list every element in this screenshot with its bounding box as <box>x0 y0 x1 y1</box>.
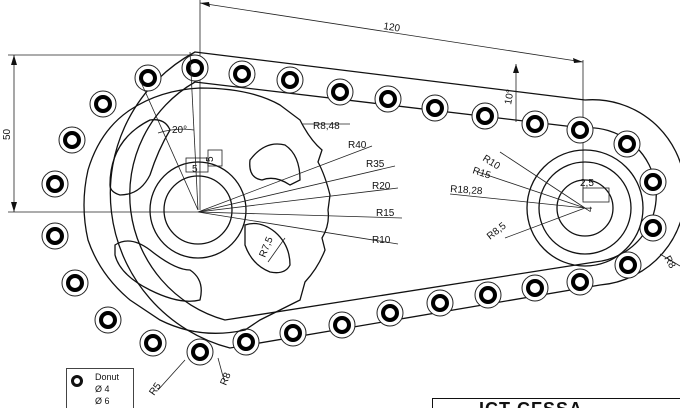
chain-link <box>376 299 404 327</box>
r-15: R15 <box>376 208 395 219</box>
big-radius-leaders: R8,48 R40 R35 R20 R15 R10 R7,5 <box>197 121 403 263</box>
chain-link <box>328 311 356 339</box>
chain-donut <box>191 343 209 361</box>
chain-donut <box>431 294 449 312</box>
chain-donut <box>333 316 351 334</box>
chain-link <box>521 274 549 302</box>
r-small-8-5: R8,5 <box>485 220 509 242</box>
r-40: R40 <box>348 140 367 151</box>
chain-donut <box>526 279 544 297</box>
angle-10-label: 10° <box>503 89 516 106</box>
chain-link <box>276 66 304 94</box>
title-block-text: ICT CFSSA <box>479 399 583 408</box>
chain-link <box>41 222 69 250</box>
chain-donut <box>479 286 497 304</box>
legend-inner: Ø 4 <box>95 384 110 394</box>
r-bottom-5: R5 <box>147 381 164 398</box>
chain-link <box>521 110 549 138</box>
chain-donut <box>46 175 64 193</box>
angle-10: 10° <box>503 64 519 122</box>
chain-link <box>41 170 69 198</box>
r-35: R35 <box>366 159 385 170</box>
dimension-120: 120 <box>199 0 584 210</box>
r-8-48: R8,48 <box>313 121 340 132</box>
chain-donut <box>644 219 662 237</box>
legend-outer: Ø 6 <box>95 396 110 406</box>
chain-link <box>181 54 209 82</box>
chain-link <box>232 328 260 356</box>
chain-link <box>89 90 117 118</box>
chain-link <box>474 281 502 309</box>
chain-link <box>58 126 86 154</box>
chain-link <box>139 329 167 357</box>
chain-link <box>186 338 214 366</box>
chain-outline <box>109 51 680 349</box>
chain-donuts <box>41 54 667 366</box>
chain-link <box>613 130 641 158</box>
chain-donut <box>331 83 349 101</box>
chain-donut <box>281 71 299 89</box>
chain-link <box>228 60 256 88</box>
dimension-50: 50 <box>2 54 200 213</box>
chain-link <box>426 289 454 317</box>
chain-link <box>326 78 354 106</box>
legend-box: Donut Ø 4 Ø 6 <box>66 368 134 408</box>
chain-link <box>639 168 667 196</box>
chain-donut <box>619 256 637 274</box>
chain-donut <box>284 324 302 342</box>
angle-20-label: 20° <box>172 125 187 136</box>
chain-donut <box>476 107 494 125</box>
chain-donut <box>426 99 444 117</box>
key-dim-2: 5 <box>205 156 216 162</box>
chain-link <box>566 116 594 144</box>
chain-radii: R8 R5 R8 <box>147 253 680 398</box>
r-20: R20 <box>372 181 391 192</box>
r-10: R10 <box>372 235 391 246</box>
small-sprocket: 2,5 4 R10 R15 R18,28 R8,5 <box>450 149 644 267</box>
key-dim-1: 5 <box>192 164 198 175</box>
chain-link <box>94 306 122 334</box>
key-right-h: 2,5 <box>580 178 594 189</box>
chain-link <box>566 268 594 296</box>
chain-donut <box>644 173 662 191</box>
chain-donut <box>139 69 157 87</box>
chain-link <box>374 85 402 113</box>
chain-donut <box>94 95 112 113</box>
chain-donut <box>144 334 162 352</box>
chain-link <box>61 269 89 297</box>
r-small-18-28: R18,28 <box>450 184 483 197</box>
chain-link <box>279 319 307 347</box>
chain-link <box>614 251 642 279</box>
chain-donut <box>46 227 64 245</box>
chain-donut <box>99 311 117 329</box>
chain-donut <box>379 90 397 108</box>
chain-donut <box>66 274 84 292</box>
r-7-5: R7,5 <box>258 235 276 259</box>
chain-donut <box>618 135 636 153</box>
key-right-v: 4 <box>584 206 595 212</box>
chain-link <box>134 64 162 92</box>
r-bottom-8: R8 <box>219 371 234 387</box>
chain-donut <box>526 115 544 133</box>
title-block: ICT CFSSA <box>432 398 680 408</box>
dim-120-label: 120 <box>383 21 402 35</box>
chain-donut <box>381 304 399 322</box>
chain-link <box>471 102 499 130</box>
chain-donut <box>63 131 81 149</box>
donut-icon <box>71 375 83 387</box>
chain-donut <box>186 59 204 77</box>
big-sprocket: 5 5 20° <box>83 51 331 334</box>
chain-donut <box>571 273 589 291</box>
chain-link <box>639 214 667 242</box>
chain-donut <box>571 121 589 139</box>
legend-title: Donut <box>95 372 120 382</box>
chain-link <box>421 94 449 122</box>
chain-donut <box>237 333 255 351</box>
chain-donut <box>233 65 251 83</box>
dim-50-label: 50 <box>2 128 13 140</box>
